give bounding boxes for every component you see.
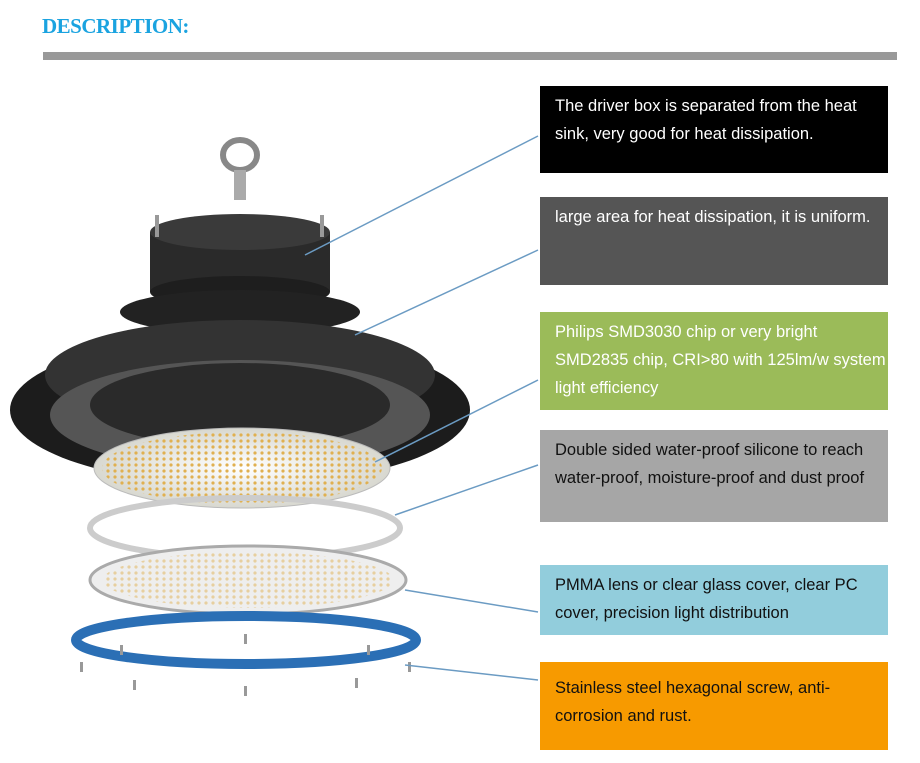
feature-waterproof: Double sided water-proof silicone to rea… [540, 430, 888, 522]
feature-lens: PMMA lens or clear glass cover, clear PC… [540, 565, 888, 635]
feature-screw: Stainless steel hexagonal screw, anti-co… [540, 662, 888, 750]
screws [80, 634, 411, 696]
page-title: DESCRIPTION: [42, 14, 189, 38]
feature-driver-box: The driver box is separated from the hea… [540, 86, 888, 173]
feature-heat-dissipation: large area for heat dissipation, it is u… [540, 197, 888, 285]
eye-bolt [220, 137, 260, 200]
leader-lines [304, 135, 539, 681]
feature-led-chip: Philips SMD3030 chip or very bright SMD2… [540, 312, 888, 410]
lens [88, 544, 408, 616]
front-ring [71, 611, 421, 669]
divider [43, 52, 897, 60]
led-board [93, 427, 391, 509]
